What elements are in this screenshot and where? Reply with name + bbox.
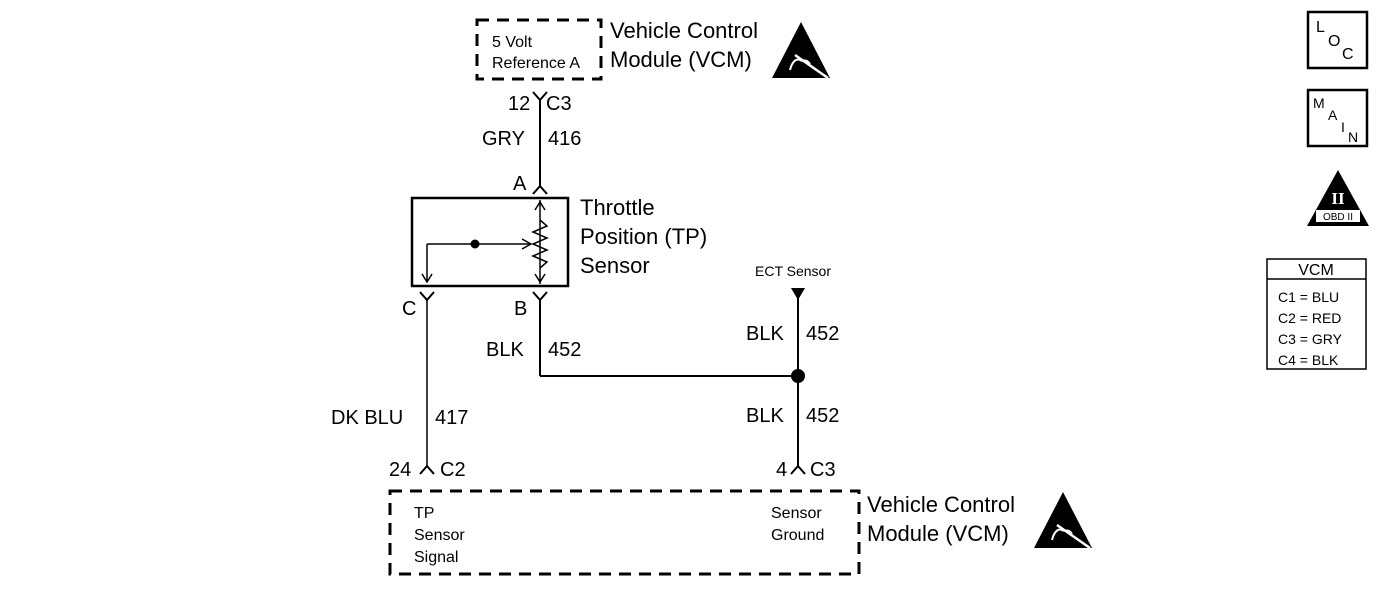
- vcm-connector-table: VCM C1 = BLU C2 = RED C3 = GRY C4 = BLK: [1266, 258, 1367, 370]
- vcm-table-row: C1 = BLU: [1278, 289, 1339, 305]
- tp-signal-line3: Signal: [414, 549, 458, 566]
- vcm-top-box-line2: Reference A: [492, 55, 580, 72]
- connector-c2-id: C2: [440, 459, 466, 481]
- loc-letter-l: L: [1316, 19, 1325, 36]
- tp-pin-c-label: C: [402, 298, 416, 320]
- wire-452-ect-circuit: 452: [806, 323, 839, 345]
- esd-warning-icon: [772, 22, 830, 80]
- vcm-bottom-box: [388, 489, 861, 576]
- vcm-top-box: [475, 18, 603, 81]
- tp-title-line1: Throttle: [580, 195, 655, 220]
- loc-letter-o: O: [1328, 33, 1340, 50]
- pin-b-symbol: [532, 291, 548, 302]
- wire-452-b-color: BLK: [486, 339, 524, 361]
- wire-452-lower-circuit: 452: [806, 405, 839, 427]
- esd-warning-icon-bottom: [1034, 492, 1092, 550]
- vcm-table-row: C2 = RED: [1278, 310, 1341, 326]
- obd-ii-icon[interactable]: II OBD II: [1307, 170, 1369, 226]
- vcm-table-title: VCM: [1298, 262, 1334, 279]
- vcm-top-box-line1: 5 Volt: [492, 34, 533, 51]
- tp-signal-line2: Sensor: [414, 527, 465, 544]
- connector-c3b-id: C3: [810, 459, 836, 481]
- connector-c2-pin: 24: [389, 459, 411, 481]
- vcm-top-title-line1: Vehicle Control: [610, 18, 758, 43]
- pin-a-symbol: [532, 184, 548, 195]
- sensor-ground-line2: Ground: [771, 527, 824, 544]
- tp-sensor-box: [410, 196, 570, 288]
- splice-point: [791, 369, 805, 383]
- tp-title-line2: Position (TP): [580, 224, 707, 249]
- potentiometer-symbol: [421, 200, 549, 284]
- main-icon[interactable]: M A I N: [1306, 88, 1369, 148]
- wire-452-lower-color: BLK: [746, 405, 784, 427]
- ect-arrow-icon: [791, 288, 805, 300]
- tp-pin-b-label: B: [514, 298, 527, 320]
- sensor-ground-line1: Sensor: [771, 505, 822, 522]
- main-letter-i: I: [1341, 119, 1345, 135]
- wire-417-color: DK BLU: [331, 407, 403, 429]
- main-letter-n: N: [1348, 129, 1358, 145]
- wire-452-ect-color: BLK: [746, 323, 784, 345]
- tp-pin-a-label: A: [513, 173, 527, 195]
- connector-top-id: C3: [546, 93, 572, 115]
- loc-icon[interactable]: L O C: [1306, 10, 1369, 70]
- wire-417-circuit: 417: [435, 407, 468, 429]
- ect-sensor-label: ECT Sensor: [755, 263, 831, 279]
- connector-c3-bottom-symbol: [790, 464, 806, 475]
- connector-c2-symbol: [419, 464, 435, 475]
- main-letter-m: M: [1313, 95, 1325, 111]
- connector-c3-top-symbol: [532, 91, 548, 102]
- tp-signal-line1: TP: [414, 505, 434, 522]
- vcm-table-row: C4 = BLK: [1278, 352, 1339, 368]
- tp-title-line3: Sensor: [580, 253, 650, 278]
- vcm-bottom-title-line2: Module (VCM): [867, 521, 1009, 546]
- connector-top-pin: 12: [508, 93, 530, 115]
- wire-452-b-circuit: 452: [548, 339, 581, 361]
- obd-numeral: II: [1331, 189, 1345, 208]
- obd-text: OBD II: [1323, 212, 1353, 223]
- connector-c3b-pin: 4: [776, 459, 787, 481]
- wire-416-color: GRY: [482, 128, 525, 150]
- pin-c-symbol: [419, 291, 435, 302]
- vcm-bottom-title-line1: Vehicle Control: [867, 492, 1015, 517]
- loc-letter-c: C: [1342, 46, 1354, 63]
- vcm-table-row: C3 = GRY: [1278, 331, 1343, 347]
- vcm-top-title-line2: Module (VCM): [610, 47, 752, 72]
- wire-416-circuit: 416: [548, 128, 581, 150]
- main-letter-a: A: [1328, 107, 1338, 123]
